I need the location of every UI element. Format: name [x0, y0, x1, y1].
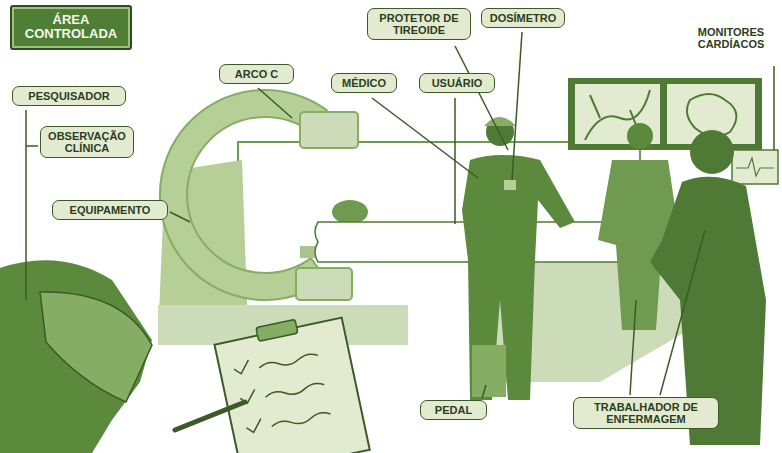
callout-text: PROTETOR DE TIREOIDE [374, 12, 464, 36]
callout-text: EQUIPAMENTO [59, 204, 161, 216]
area-box: ÁREA CONTROLADA [10, 5, 132, 50]
callout-box: USUÁRIO [419, 73, 495, 93]
researcher-head [0, 260, 152, 453]
detector [300, 112, 358, 148]
dosimeter-badge [504, 180, 516, 190]
callout-label: MONITORES CARDÍACOS [684, 26, 778, 50]
callout-box: DOSÍMETRO [481, 8, 565, 28]
monitor-frame [568, 78, 762, 150]
callout-text: OBSERVAÇÃO CLÍNICA [47, 130, 127, 154]
doctor-figure [462, 155, 575, 400]
callout-box: TRABALHADOR DE ENFERMAGEM [573, 397, 719, 429]
callout-text: PESQUISADOR [19, 90, 119, 102]
researcher-mask [40, 292, 152, 402]
pedal [472, 345, 506, 397]
callout-text: TRABALHADOR DE ENFERMAGEM [580, 401, 712, 425]
callout-box: PESQUISADOR [12, 86, 126, 106]
doctor-cap [484, 117, 516, 126]
clipboard [213, 310, 370, 453]
worker-head [690, 130, 734, 174]
callout-text: DOSÍMETRO [488, 12, 558, 24]
callout-text: PEDAL [427, 404, 480, 416]
callout-text: ARCO C [226, 68, 287, 80]
heart-image [687, 94, 736, 136]
patient-head [332, 200, 368, 224]
pen [175, 402, 245, 430]
callout-text: USUÁRIO [426, 77, 488, 89]
callout-box: OBSERVAÇÃO CLÍNICA [40, 126, 134, 158]
ecg-monitor [732, 150, 778, 184]
callout-box: PEDAL [420, 400, 487, 420]
callout-box: ARCO C [219, 64, 294, 84]
callout-box: PROTETOR DE TIREOIDE [367, 8, 471, 40]
leader-lines [26, 32, 774, 398]
ecg-trace [736, 158, 774, 176]
x-ray-tube [296, 268, 352, 300]
callout-box: MÉDICO [331, 73, 397, 93]
nurse-head [627, 123, 653, 149]
callout-text: MÉDICO [338, 77, 390, 89]
callout-box: EQUIPAMENTO [52, 200, 168, 220]
callout-text: ÁREA CONTROLADA [20, 13, 122, 42]
